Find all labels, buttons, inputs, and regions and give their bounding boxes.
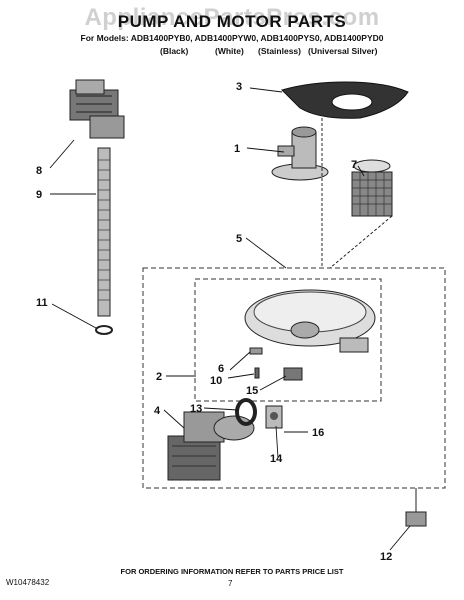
doc-number: W10478432 (6, 578, 50, 587)
part-6-bracket (249, 347, 263, 355)
callout-9: 9 (36, 189, 42, 201)
part-5-sump (244, 289, 376, 353)
part-9-hose (97, 147, 111, 317)
callout-7: 7 (351, 159, 357, 171)
callout-11: 11 (36, 297, 48, 309)
page-number: 7 (228, 579, 233, 588)
finish-white: (White) (215, 46, 244, 56)
part-10-screw (254, 367, 260, 379)
leader-lines (49, 87, 411, 551)
watermark: AppliancePartsPros.com (84, 4, 380, 31)
callout-1: 1 (234, 143, 240, 155)
finish-black: (Black) (160, 46, 189, 56)
part-16-impeller-housing (265, 405, 283, 429)
page-title: PUMP AND MOTOR PARTS (117, 12, 347, 31)
part-13-gasket (235, 398, 257, 426)
callout-8: 8 (36, 165, 42, 177)
callout-2: 2 (156, 371, 162, 383)
part-7-filter-screen (351, 159, 393, 217)
part-8-diverter-motor (69, 79, 125, 139)
models-line: For Models: ADB1400PYB0, ADB1400PYW0, AD… (80, 33, 384, 43)
callout-numbers: 3 1 7 8 9 5 11 6 2 10 15 4 13 16 14 12 (36, 81, 392, 563)
callout-14: 14 (270, 453, 283, 465)
callout-12: 12 (380, 551, 392, 563)
part-1-filter-housing (271, 126, 329, 181)
callout-15: 15 (246, 385, 258, 397)
outer-assembly-box (142, 267, 446, 489)
part-12-connector (405, 488, 427, 527)
part-15-seal (283, 367, 303, 381)
part-3-filter-cover (281, 81, 409, 119)
callout-13: 13 (190, 403, 202, 415)
ordering-note: FOR ORDERING INFORMATION REFER TO PARTS … (120, 567, 344, 576)
callout-10: 10 (210, 375, 222, 387)
callout-3: 3 (236, 81, 242, 93)
callout-4: 4 (154, 405, 161, 417)
finish-universal-silver: (Universal Silver) (308, 46, 378, 56)
callout-5: 5 (236, 233, 242, 245)
callout-16: 16 (312, 427, 324, 439)
part-11-clamp (95, 325, 113, 335)
callout-6: 6 (218, 363, 224, 375)
finish-stainless: (Stainless) (258, 46, 301, 56)
sump-assembly-box (194, 278, 382, 402)
